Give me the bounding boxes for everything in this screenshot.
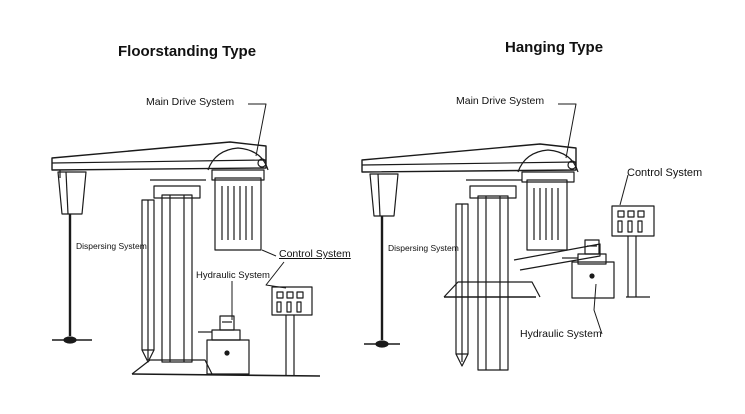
floorstanding-hydraulic-label: Hydraulic System [196, 270, 270, 281]
hanging-main-drive-label: Main Drive System [456, 95, 545, 107]
hanging-title: Hanging Type [505, 39, 604, 56]
hanging-control-label: Control System [627, 167, 703, 179]
hanging-dispersing-label: Dispersing System [388, 243, 459, 253]
floorstanding-drawing [51, 103, 321, 377]
floorstanding-control-label: Control System [279, 248, 351, 260]
hanging-drawing [361, 103, 655, 371]
floorstanding-dispersing-label: Dispersing System [76, 241, 147, 251]
floorstanding-main-drive-label: Main Drive System [146, 96, 235, 108]
floorstanding-title: Floorstanding Type [118, 43, 257, 60]
hanging-hydraulic-label: Hydraulic System [520, 328, 602, 340]
